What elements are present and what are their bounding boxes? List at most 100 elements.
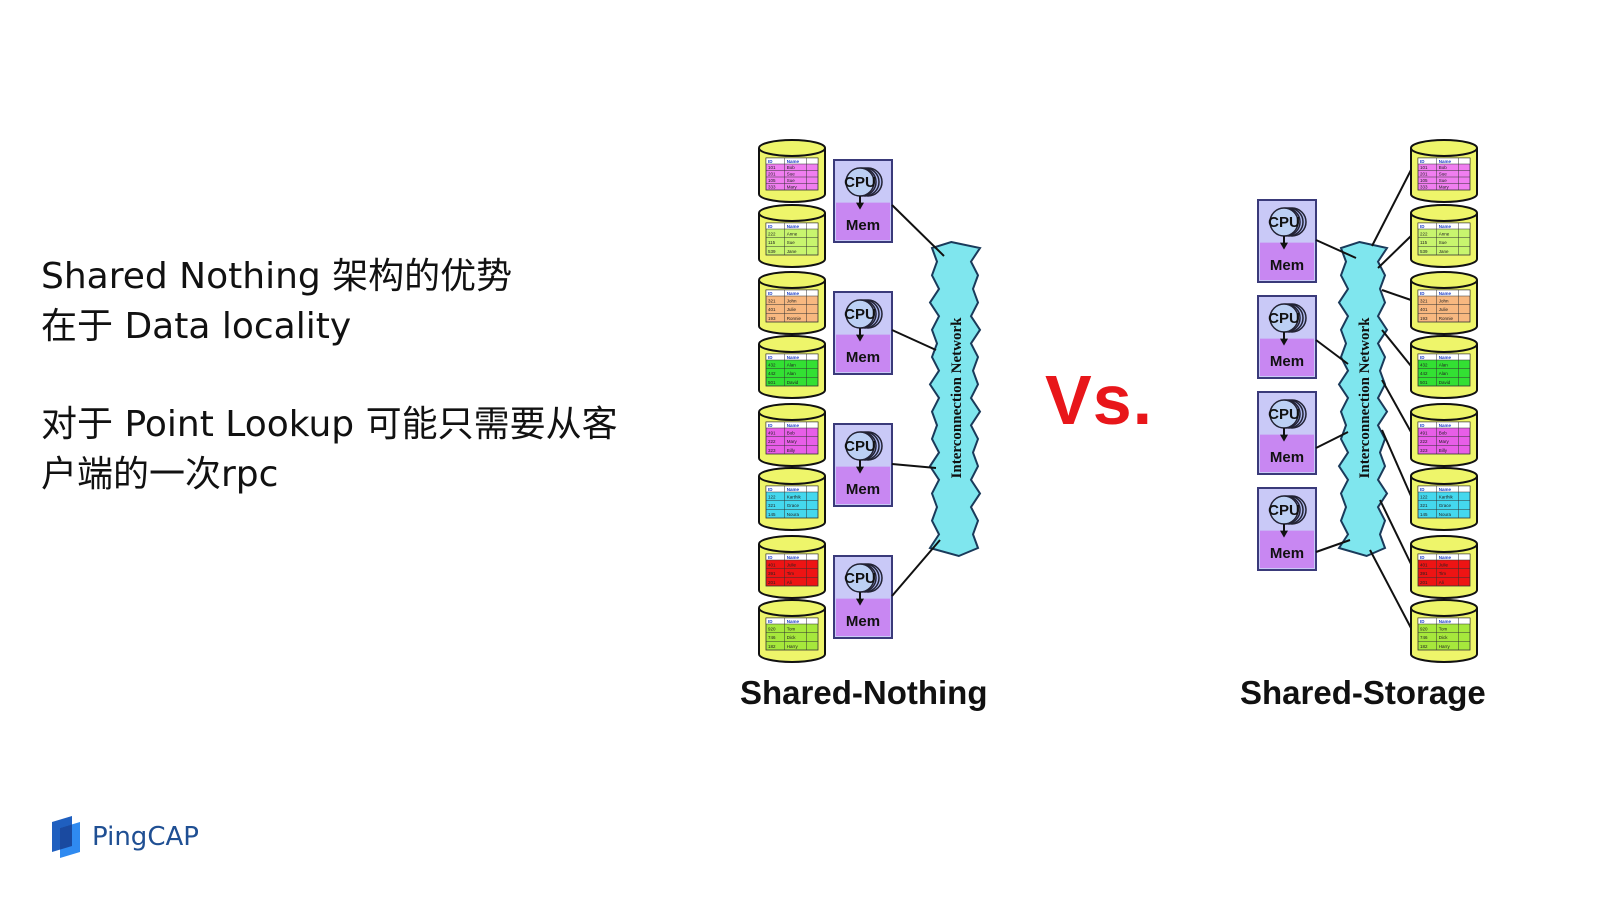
table-cell: 539 <box>768 249 776 254</box>
shared-storage-diagram: CPUMemCPUMemCPUMemCPUMemInterconnection … <box>1257 139 1478 663</box>
table-header-cell: ID <box>768 355 773 360</box>
table-cell: Ronnie <box>787 316 802 321</box>
table-cell: 201 <box>768 171 776 176</box>
table-cell: 105 <box>1420 178 1428 183</box>
table-cell: Ali <box>1439 580 1444 585</box>
table-header-cell: Name <box>787 224 800 229</box>
connection-line <box>1381 379 1412 433</box>
connection-line <box>1315 339 1349 365</box>
table-cell: 323 <box>1420 448 1428 453</box>
table-cell: 323 <box>768 448 776 453</box>
table-cell: Ronnie <box>1439 316 1454 321</box>
table-cell: 321 <box>1420 299 1428 304</box>
table-cell: 391 <box>768 571 776 576</box>
table-header-cell: Name <box>787 555 800 560</box>
table-cell: Tim <box>1439 571 1447 576</box>
connection-line <box>891 204 945 257</box>
table-cell: Mary <box>787 439 798 444</box>
table-cell: 333 <box>1420 184 1428 189</box>
table-cell: 222 <box>768 439 776 444</box>
description-text: Shared Nothing 架构的优势 在于 Data locality 对于… <box>41 252 721 548</box>
paragraph-point-lookup: 对于 Point Lookup 可能只需要从客 户端的一次rpc <box>41 400 721 500</box>
table-header-cell: Name <box>787 355 800 360</box>
text-line: 户端的一次rpc <box>41 454 279 495</box>
table-cell: 321 <box>1420 503 1428 508</box>
table-cell: Sue <box>787 171 796 176</box>
table-header-cell: ID <box>768 487 773 492</box>
mem-label: Mem <box>846 217 880 234</box>
table-cell: Harry <box>787 644 799 649</box>
table-cell: 182 <box>768 644 776 649</box>
table-header-cell: ID <box>768 159 773 164</box>
table-cell: 122 <box>1420 495 1428 500</box>
table-cell: 145 <box>1420 512 1428 517</box>
table-cell: Julie <box>1439 563 1449 568</box>
table-cell: 321 <box>768 299 776 304</box>
table-cell: Bob <box>787 431 796 436</box>
mem-label: Mem <box>1270 449 1304 466</box>
table-cell: 193 <box>1420 316 1428 321</box>
text-line: 对于 Point Lookup 可能只需要从客 <box>41 404 618 445</box>
connection-line <box>1315 431 1349 449</box>
cpu-label: CPU <box>844 174 876 191</box>
table-cell: 201 <box>768 580 776 585</box>
pingcap-logo: PingCAP <box>50 815 199 859</box>
table-cell: Dick <box>787 635 796 640</box>
paragraph-data-locality: Shared Nothing 架构的优势 在于 Data locality <box>41 252 721 352</box>
text-line: Shared Nothing 架构的优势 <box>41 256 513 297</box>
table-cell: Mary <box>1439 184 1450 189</box>
table-cell: Anne <box>787 232 798 237</box>
connection-line <box>891 539 941 597</box>
network-label: Interconnection Network <box>949 317 965 479</box>
table-header-cell: Name <box>1439 555 1452 560</box>
table-cell: 201 <box>1420 580 1428 585</box>
table-cell: 182 <box>1420 644 1428 649</box>
table-cell: Tom <box>1439 627 1448 632</box>
table-cell: Julie <box>1439 307 1449 312</box>
table-cell: 442 <box>1420 371 1428 376</box>
cpu-label: CPU <box>1268 406 1300 423</box>
table-cell: 222 <box>1420 232 1428 237</box>
table-cell: 122 <box>768 495 776 500</box>
shared-storage-caption: Shared-Storage <box>1240 674 1486 711</box>
table-cell: 101 <box>768 165 776 170</box>
pingcap-logo-icon <box>52 816 80 858</box>
connection-line <box>1315 239 1357 259</box>
cpu-label: CPU <box>844 306 876 323</box>
table-header-cell: Name <box>787 487 800 492</box>
table-cell: Alan <box>1439 371 1449 376</box>
connection-line <box>1381 429 1412 497</box>
table-cell: Bob <box>1439 431 1448 436</box>
table-cell: 105 <box>768 178 776 183</box>
table-cell: 920 <box>1420 627 1428 632</box>
table-cell: 432 <box>1420 363 1428 368</box>
mem-label: Mem <box>846 481 880 498</box>
table-header-cell: Name <box>1439 423 1452 428</box>
table-header-cell: Name <box>1439 224 1452 229</box>
table-cell: 115 <box>768 240 776 245</box>
table-cell: Sue <box>1439 171 1448 176</box>
